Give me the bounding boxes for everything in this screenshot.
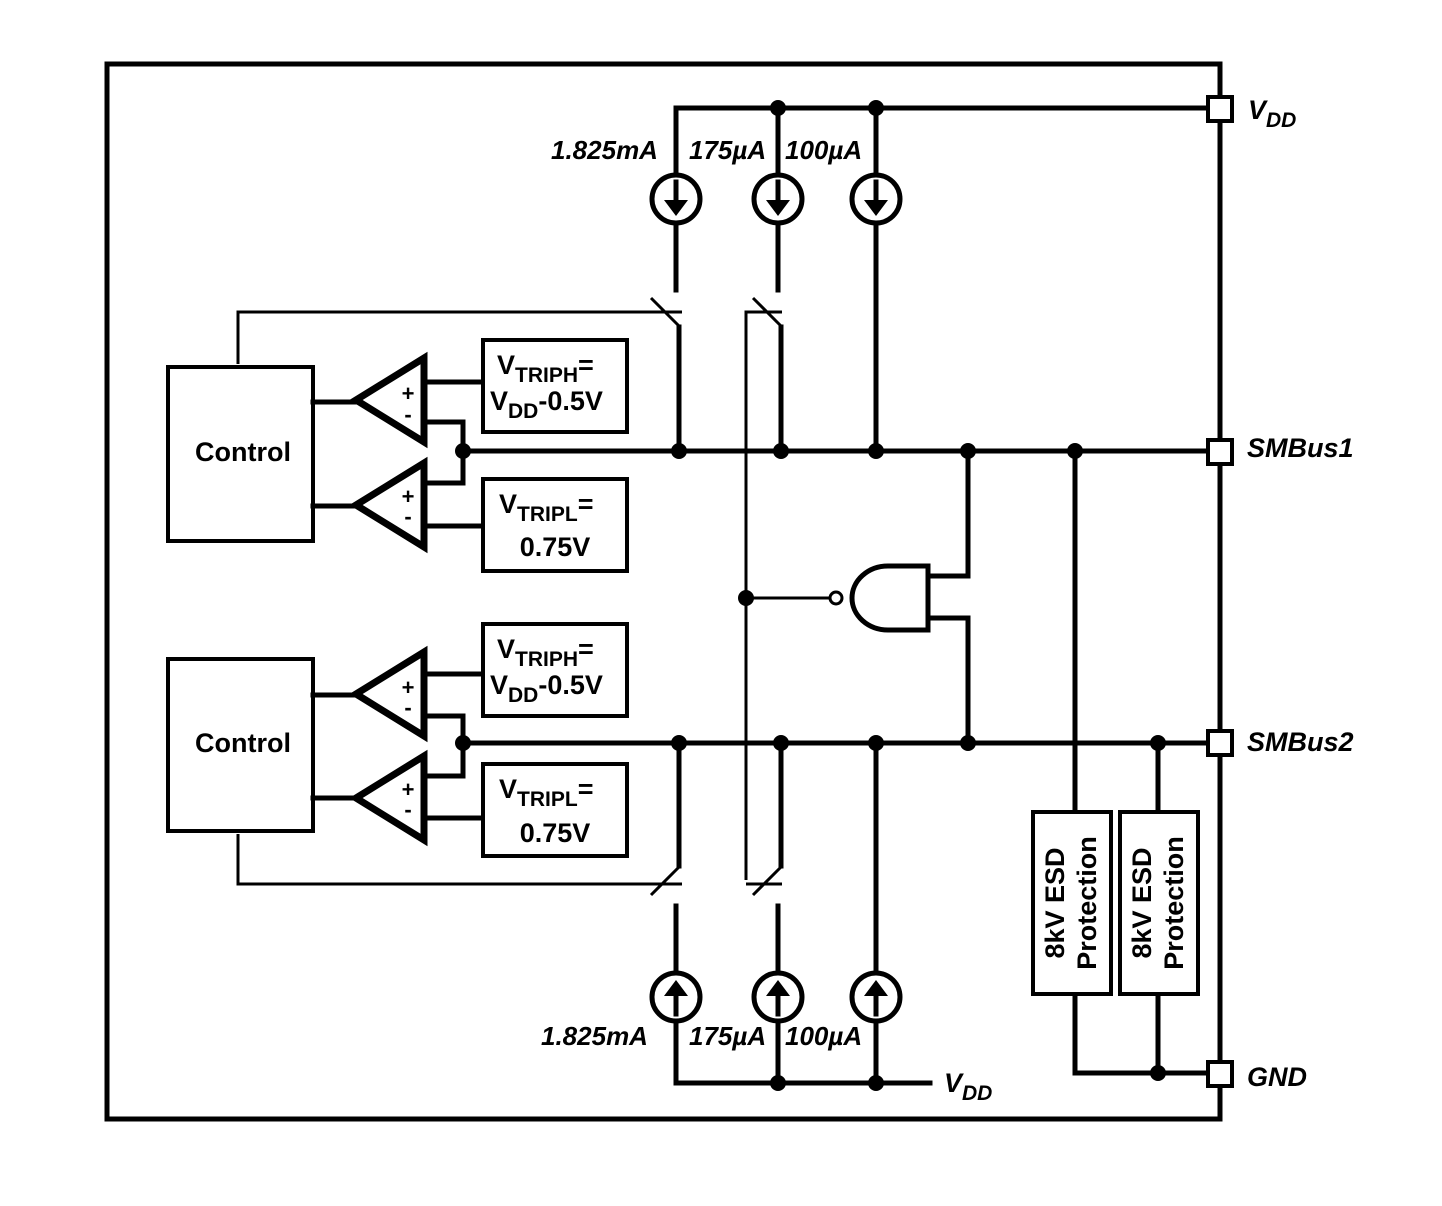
current-label-top-1: 1.825mA [551, 135, 658, 165]
current-label-bottom-3: 100µA [785, 1021, 862, 1051]
svg-text:-: - [404, 504, 411, 529]
svg-text:8kV ESD: 8kV ESD [1127, 847, 1157, 958]
svg-text:-: - [404, 402, 411, 427]
svg-text:VDD-0.5V: VDD-0.5V [490, 670, 603, 707]
smbus1-pin-label: SMBus1 [1247, 433, 1354, 463]
comparator-4: + - [349, 749, 428, 847]
current-label-top-2: 175µA [689, 135, 766, 165]
current-source-top-3 [849, 172, 903, 226]
svg-text:Control: Control [195, 437, 291, 467]
comparator-3: + - [349, 645, 428, 743]
pin-vdd [1206, 95, 1234, 123]
current-source-top-1 [649, 172, 703, 226]
nand-gate [828, 563, 931, 633]
svg-text:Protection: Protection [1072, 836, 1102, 970]
svg-text:+: + [402, 675, 415, 700]
svg-text:VTRIPL=: VTRIPL= [499, 489, 593, 526]
svg-text:VTRIPH=: VTRIPH= [497, 634, 594, 671]
current-source-bottom-2 [751, 970, 805, 1024]
svg-text:0.75V: 0.75V [520, 818, 591, 848]
current-source-top-2 [751, 172, 805, 226]
switch-bottom-2 [751, 740, 784, 897]
vdd-pin-label: VDD [1248, 95, 1296, 132]
svg-text:VDD-0.5V: VDD-0.5V [490, 386, 603, 423]
svg-text:Control: Control [195, 728, 291, 758]
switch-top-1 [649, 296, 682, 454]
current-label-bottom-2: 175µA [689, 1021, 766, 1051]
svg-text:-: - [404, 695, 411, 720]
ref-box-tripl-2: VTRIPL= 0.75V [481, 762, 629, 858]
switch-control-line-top [236, 310, 682, 364]
control-block-1 [166, 365, 315, 543]
esd-block-1: 8kV ESD Protection [1031, 810, 1113, 996]
svg-text:-: - [404, 797, 411, 822]
current-label-top-3: 100µA [785, 135, 862, 165]
switch-control-line-bottom [236, 834, 682, 886]
svg-text:8kV ESD: 8kV ESD [1040, 847, 1070, 958]
control-block-2 [166, 657, 315, 833]
vdd-bottom-label: VDD [944, 1068, 992, 1105]
smbus2-pin-label: SMBus2 [1247, 727, 1354, 757]
ref-box-tripl-1: VTRIPL= 0.75V [481, 477, 629, 573]
comparator-1: + - [349, 351, 428, 449]
svg-text:+: + [402, 381, 415, 406]
pin-smbus1 [1206, 438, 1234, 466]
pin-gnd [1206, 1060, 1234, 1088]
switch-bottom-1 [649, 740, 682, 897]
gnd-pin-label: GND [1247, 1062, 1307, 1092]
svg-text:+: + [402, 777, 415, 802]
switch-top-2 [751, 296, 784, 454]
ref-box-triph-2: VTRIPH= VDD-0.5V [481, 622, 629, 718]
chip-outline [104, 61, 1223, 1122]
svg-text:VTRIPL=: VTRIPL= [499, 774, 593, 811]
svg-text:VTRIPH=: VTRIPH= [497, 350, 594, 387]
comparator-2: + - [349, 456, 428, 554]
svg-text:0.75V: 0.75V [520, 532, 591, 562]
ref-box-triph-1: VTRIPH= VDD-0.5V [481, 338, 629, 434]
svg-text:Protection: Protection [1159, 836, 1189, 970]
pin-smbus2 [1206, 729, 1234, 757]
current-source-bottom-1 [649, 970, 703, 1024]
current-label-bottom-1: 1.825mA [541, 1021, 648, 1051]
current-source-bottom-3 [849, 970, 903, 1024]
esd-block-2: 8kV ESD Protection [1118, 810, 1200, 996]
svg-text:+: + [402, 484, 415, 509]
